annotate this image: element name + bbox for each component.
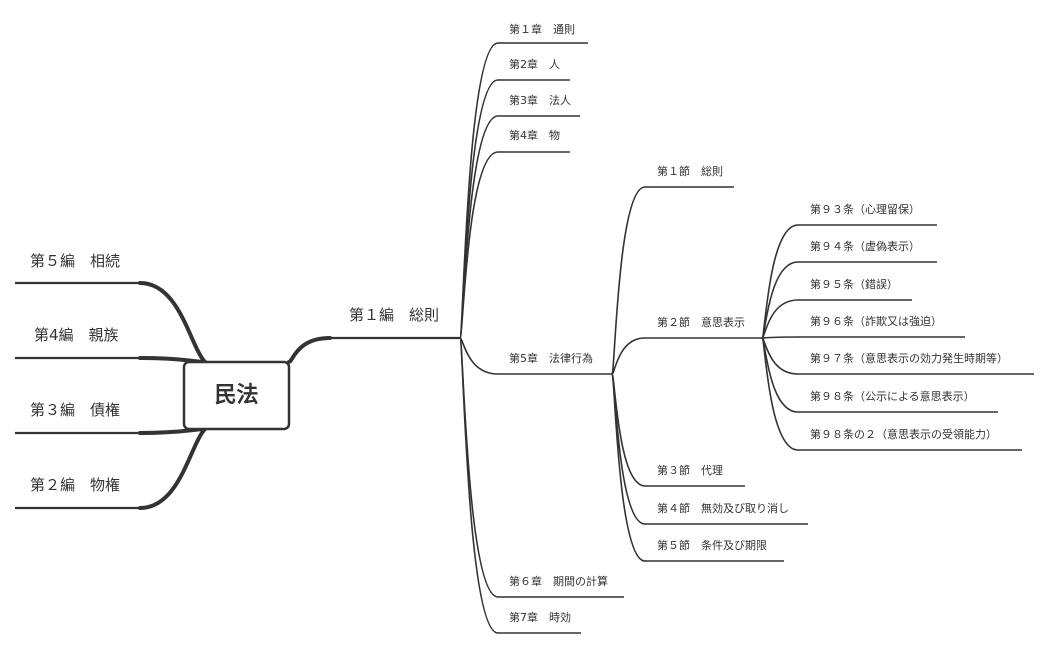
connector-section <box>611 373 646 525</box>
connector-article <box>761 224 799 339</box>
connector-article <box>761 337 799 451</box>
root-label: 民法 <box>214 383 258 408</box>
article-label-96[interactable]: 第９６条（詐欺又は強迫） <box>810 314 942 328</box>
chapter-label-5[interactable]: 第5章 法律行為 <box>509 351 593 365</box>
connector-section <box>611 337 646 375</box>
connector-root-left <box>138 281 207 364</box>
connector-section <box>611 186 646 375</box>
chapter-label-6[interactable]: 第６章 期間の計算 <box>509 574 608 588</box>
section-label-4[interactable]: 第４節 無効及び取り消し <box>657 501 789 515</box>
section-label-5[interactable]: 第５節 条件及び期限 <box>657 538 767 552</box>
article-label-98[interactable]: 第９８条（公示による意思表示） <box>810 389 975 403</box>
connector-chapter <box>459 337 499 375</box>
branch-label-sozoku[interactable]: 第５編 相続 <box>30 252 120 270</box>
section-label-2[interactable]: 第２節 意思表示 <box>657 315 745 329</box>
connector-chapter <box>459 337 499 634</box>
chapter-label-3[interactable]: 第3章 法人 <box>509 93 571 107</box>
branch-label-shinzoku[interactable]: 第4編 親族 <box>34 326 119 344</box>
root-node[interactable]: 民法 <box>182 360 291 431</box>
underlines <box>15 42 1034 634</box>
connector-chapter <box>459 337 499 598</box>
branch-label-sosoku[interactable]: 第１編 総則 <box>349 306 439 324</box>
connector-root-right <box>287 336 332 364</box>
article-label-98-2[interactable]: 第９８条の２（意思表示の受領能力） <box>810 427 997 441</box>
branch-label-saiken[interactable]: 第３編 債権 <box>30 401 120 419</box>
chapter-label-1[interactable]: 第１章 通則 <box>509 22 575 36</box>
article-label-93[interactable]: 第９３条（心理留保） <box>810 202 920 216</box>
article-label-97[interactable]: 第９７条（意思表示の効力発生時期等） <box>810 351 1008 365</box>
section-label-1[interactable]: 第１節 総則 <box>657 164 723 178</box>
connector-section <box>611 373 646 562</box>
section-label-3[interactable]: 第３節 代理 <box>657 463 723 477</box>
connectors <box>138 42 799 634</box>
connector-article <box>761 336 799 339</box>
article-label-94[interactable]: 第９４条（虚偽表示） <box>810 239 920 253</box>
connector-article <box>761 337 799 375</box>
connector-chapter <box>459 42 499 339</box>
connector-root-left <box>138 427 207 510</box>
branch-label-bukken[interactable]: 第２編 物権 <box>30 476 120 494</box>
article-label-95[interactable]: 第９５条（錯誤） <box>810 277 898 291</box>
chapter-label-2[interactable]: 第2章 人 <box>509 57 560 71</box>
chapter-label-4[interactable]: 第4章 物 <box>509 128 560 142</box>
connector-chapter <box>459 151 499 339</box>
chapter-label-7[interactable]: 第7章 時効 <box>509 610 571 624</box>
connector-article <box>761 299 799 339</box>
